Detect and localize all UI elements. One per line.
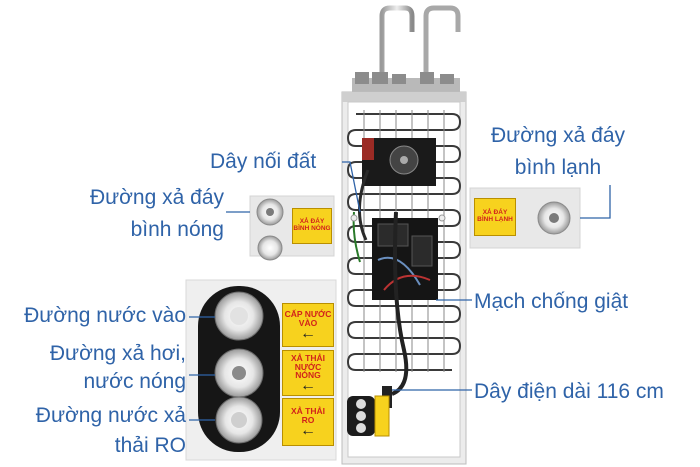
leader-lines bbox=[189, 161, 611, 421]
cold-drain-port bbox=[438, 214, 446, 222]
fan-box bbox=[362, 138, 436, 186]
steam-drain-label: Đường xả hơi,nước nóng bbox=[49, 342, 186, 393]
body-ports bbox=[347, 395, 390, 437]
water-inlet-label: Đường nước vào bbox=[24, 304, 186, 327]
ground-wire-label: Dây nối đất bbox=[210, 150, 317, 173]
faucet-pipes bbox=[352, 5, 461, 94]
power-cord-label: Dây điện dài 116 cm bbox=[474, 380, 664, 403]
circuit-board bbox=[372, 218, 438, 300]
hot-drain-port bbox=[350, 214, 358, 222]
anti-shock-label: Mạch chống giật bbox=[474, 290, 629, 313]
